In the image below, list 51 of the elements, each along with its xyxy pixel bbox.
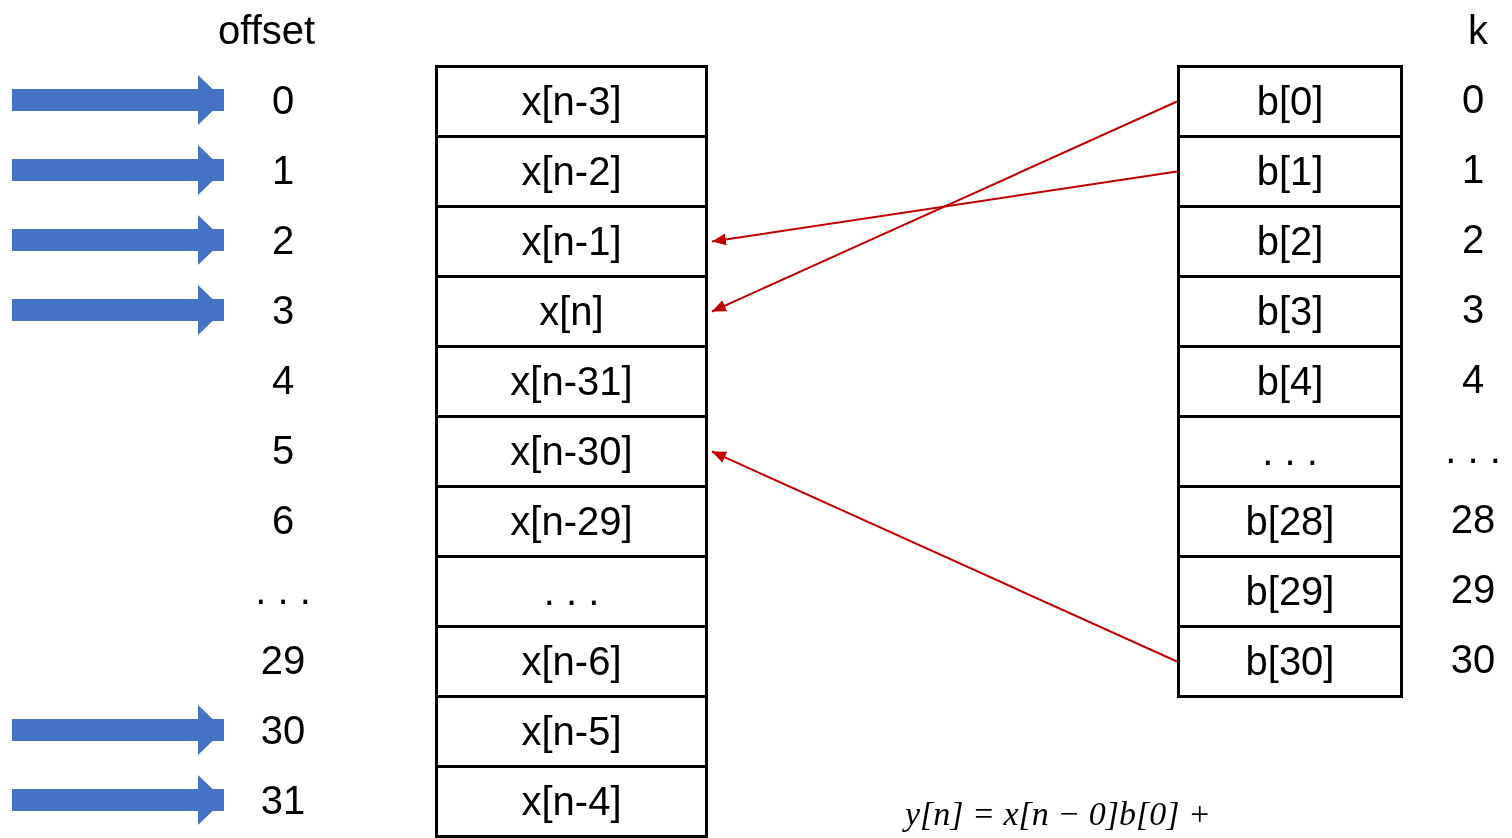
index-number: . . . [1444, 427, 1502, 472]
index-number: 0 [1460, 77, 1486, 122]
offset-number: 2 [250, 205, 316, 275]
memory-cell: x[n-29] [435, 485, 708, 558]
column-header: offset [218, 8, 316, 53]
block-arrow [12, 705, 224, 755]
index-number: 3 [1460, 287, 1486, 332]
index-number: 2 [1460, 217, 1486, 262]
memory-cell: x[n-6] [435, 625, 708, 698]
memory-cell: x[n-3] [435, 65, 708, 138]
coefficient-cell: b[28] [1177, 485, 1403, 558]
offset-number: 31 [250, 765, 316, 835]
index-number: 30 [1449, 637, 1497, 682]
block-arrow [12, 75, 224, 125]
coefficient-cell: b[2] [1177, 205, 1403, 278]
coefficient-cell: b[0] [1177, 65, 1403, 138]
memory-cell: x[n-30] [435, 415, 708, 488]
coefficient-cell: . . . [1177, 415, 1403, 488]
column-header: k [1468, 8, 1488, 53]
arrow [711, 450, 1178, 663]
offset-number: 1 [250, 135, 316, 205]
memory-cell: x[n-4] [435, 765, 708, 838]
offset-number: 5 [250, 415, 316, 485]
arrow [711, 100, 1178, 313]
offset-number: 6 [250, 485, 316, 555]
coefficient-cell: b[30] [1177, 625, 1403, 698]
memory-cell: x[n-1] [435, 205, 708, 278]
block-arrow [12, 775, 224, 825]
block-arrow [12, 145, 224, 195]
coefficient-cell: b[1] [1177, 135, 1403, 208]
memory-cell: x[n] [435, 275, 708, 348]
offset-number: 30 [250, 695, 316, 765]
memory-cell: . . . [435, 555, 708, 628]
block-arrow [12, 215, 224, 265]
index-number: 29 [1449, 567, 1497, 612]
index-number: 28 [1449, 497, 1497, 542]
block-arrow [12, 285, 224, 335]
offset-number: 0 [250, 65, 316, 135]
coefficient-cell: b[3] [1177, 275, 1403, 348]
coefficient-cell: b[4] [1177, 345, 1403, 418]
index-number: 4 [1460, 357, 1486, 402]
coefficient-cell: b[29] [1177, 555, 1403, 628]
offset-number: 3 [250, 275, 316, 345]
memory-cell: x[n-31] [435, 345, 708, 418]
offset-number: 4 [250, 345, 316, 415]
memory-cell: x[n-2] [435, 135, 708, 208]
offset-number: 29 [250, 625, 316, 695]
arrow [711, 170, 1178, 246]
offset-number: . . . [250, 555, 316, 625]
index-number: 1 [1460, 147, 1486, 192]
memory-cell: x[n-5] [435, 695, 708, 768]
